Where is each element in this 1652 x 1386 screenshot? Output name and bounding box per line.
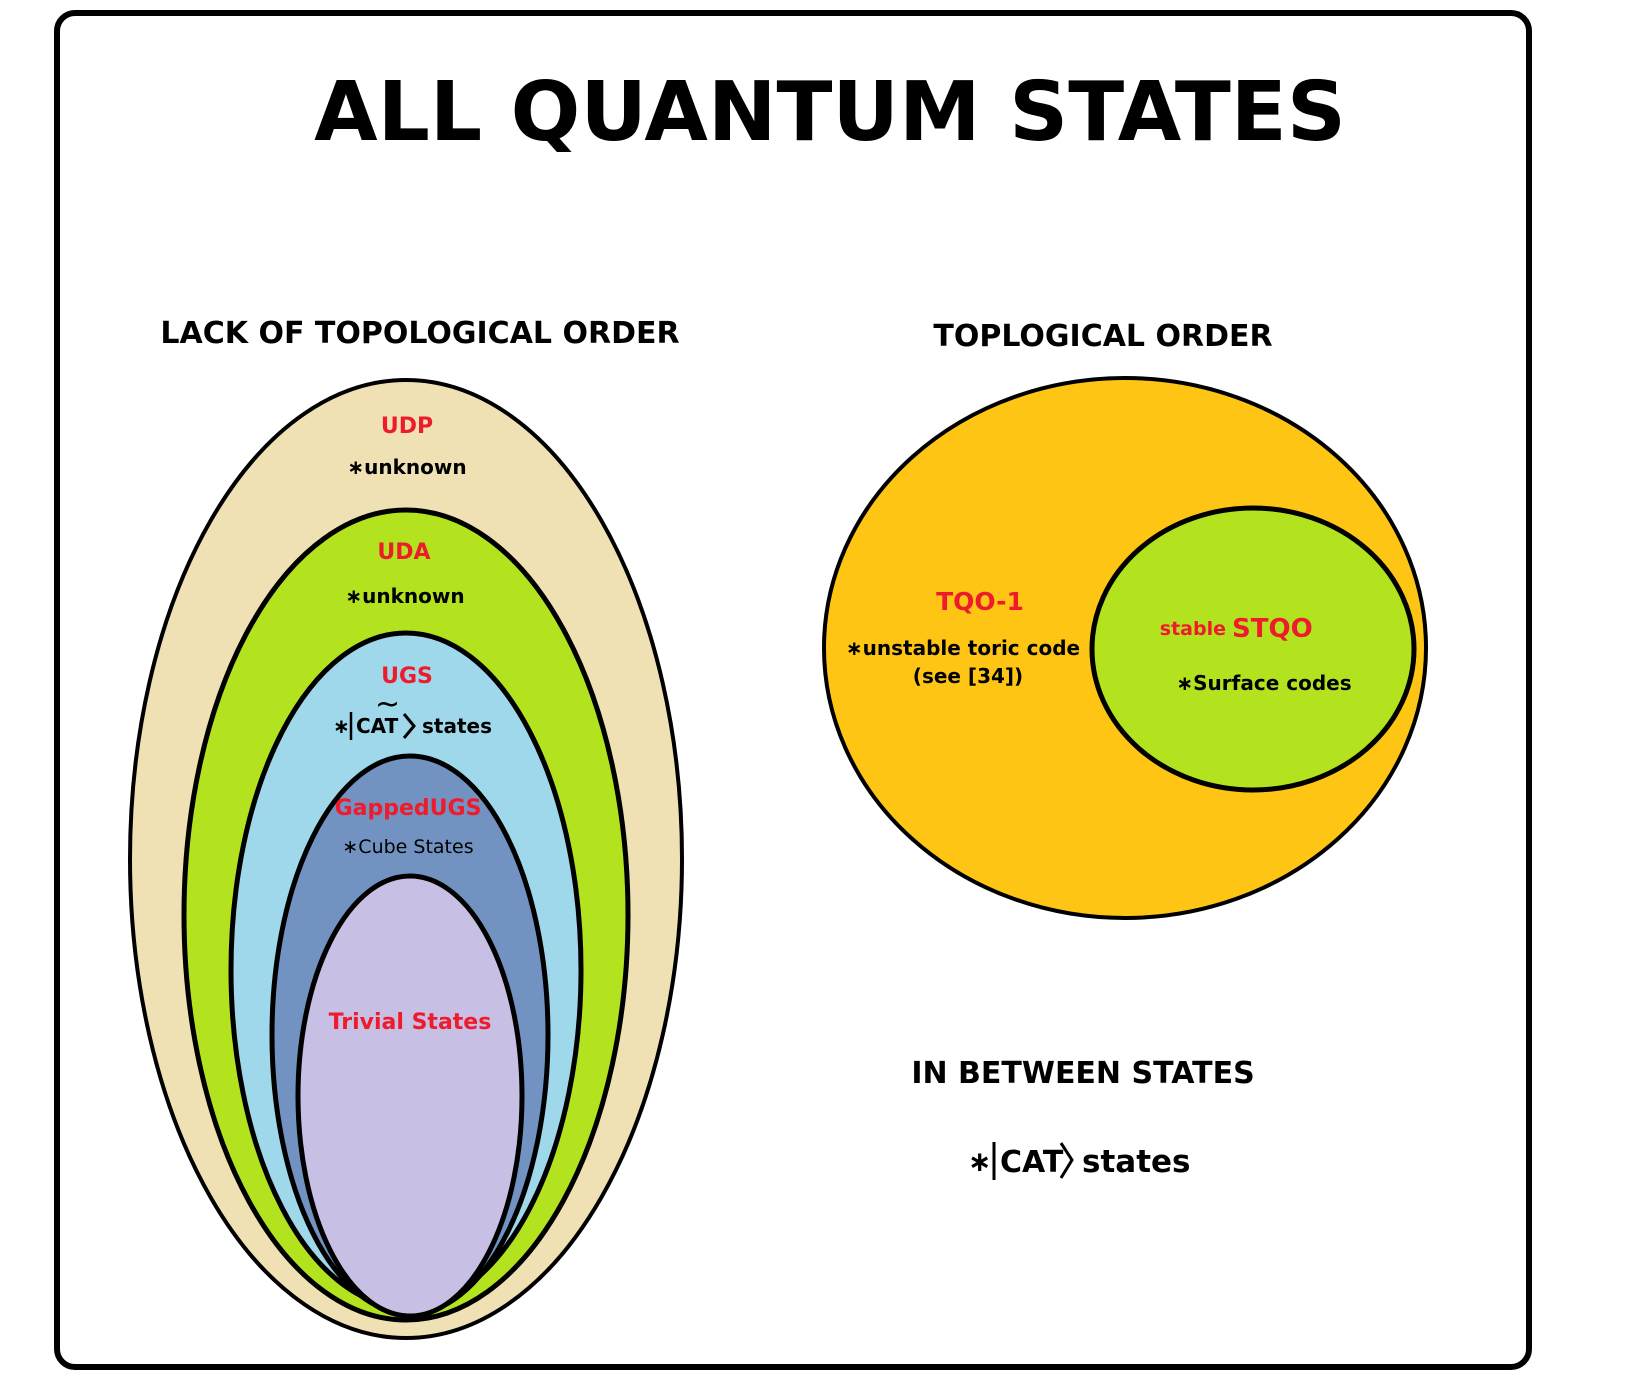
trivial-label: Trivial States <box>329 1010 492 1035</box>
left-group: LACK OF TOPOLOGICAL ORDER UDP ∗unknown U… <box>128 316 684 1340</box>
in-between-note-cat: CAT <box>1000 1145 1064 1180</box>
ugs-cat-note: ∗ CAT ~ states <box>333 687 492 740</box>
tqo1-note-line1: ∗unstable toric code <box>846 636 1080 660</box>
stqo-region <box>1089 505 1417 793</box>
tqo1-label: TQO-1 <box>936 587 1024 616</box>
ket-angle <box>1059 1142 1074 1179</box>
gapped-ugs-note: ∗Cube States <box>342 836 473 858</box>
ugs-note-prefix: ∗ <box>333 714 350 738</box>
in-between-note-prefix: ∗ <box>968 1145 991 1178</box>
stqo-note: ∗Surface codes <box>1176 671 1351 695</box>
udp-label: UDP <box>381 414 433 439</box>
in-between-note-suffix: states <box>1082 1144 1191 1180</box>
ugs-note-suffix: states <box>422 714 492 738</box>
right-group: TOPLOGICAL ORDER TQO-1 ∗unstable toric c… <box>822 319 1428 920</box>
stqo-label: STQO <box>1232 614 1313 644</box>
stqo-prefix: stable <box>1160 618 1226 640</box>
diagram-title: ALL QUANTUM STATES <box>314 65 1346 160</box>
right-group-heading: TOPLOGICAL ORDER <box>933 319 1272 354</box>
ugs-label: UGS <box>381 664 433 689</box>
uda-note: ∗unknown <box>345 584 464 608</box>
ugs-note-tilde: ~ <box>375 687 400 722</box>
trivial-region <box>295 873 525 1319</box>
udp-note: ∗unknown <box>347 455 466 479</box>
in-between-heading: IN BETWEEN STATES <box>911 1056 1254 1091</box>
left-group-heading: LACK OF TOPOLOGICAL ORDER <box>160 316 679 351</box>
uda-label: UDA <box>377 540 430 565</box>
ugs-note-cat: CAT <box>356 714 399 738</box>
ket-angle <box>402 713 416 739</box>
in-between-cat-note: ∗ CAT states <box>968 1142 1191 1180</box>
in-between-group: IN BETWEEN STATES ∗ CAT states <box>911 1056 1255 1180</box>
tqo1-note-line2: (see [34]) <box>913 664 1023 688</box>
gapped-ugs-label: GappedUGS <box>335 796 482 821</box>
